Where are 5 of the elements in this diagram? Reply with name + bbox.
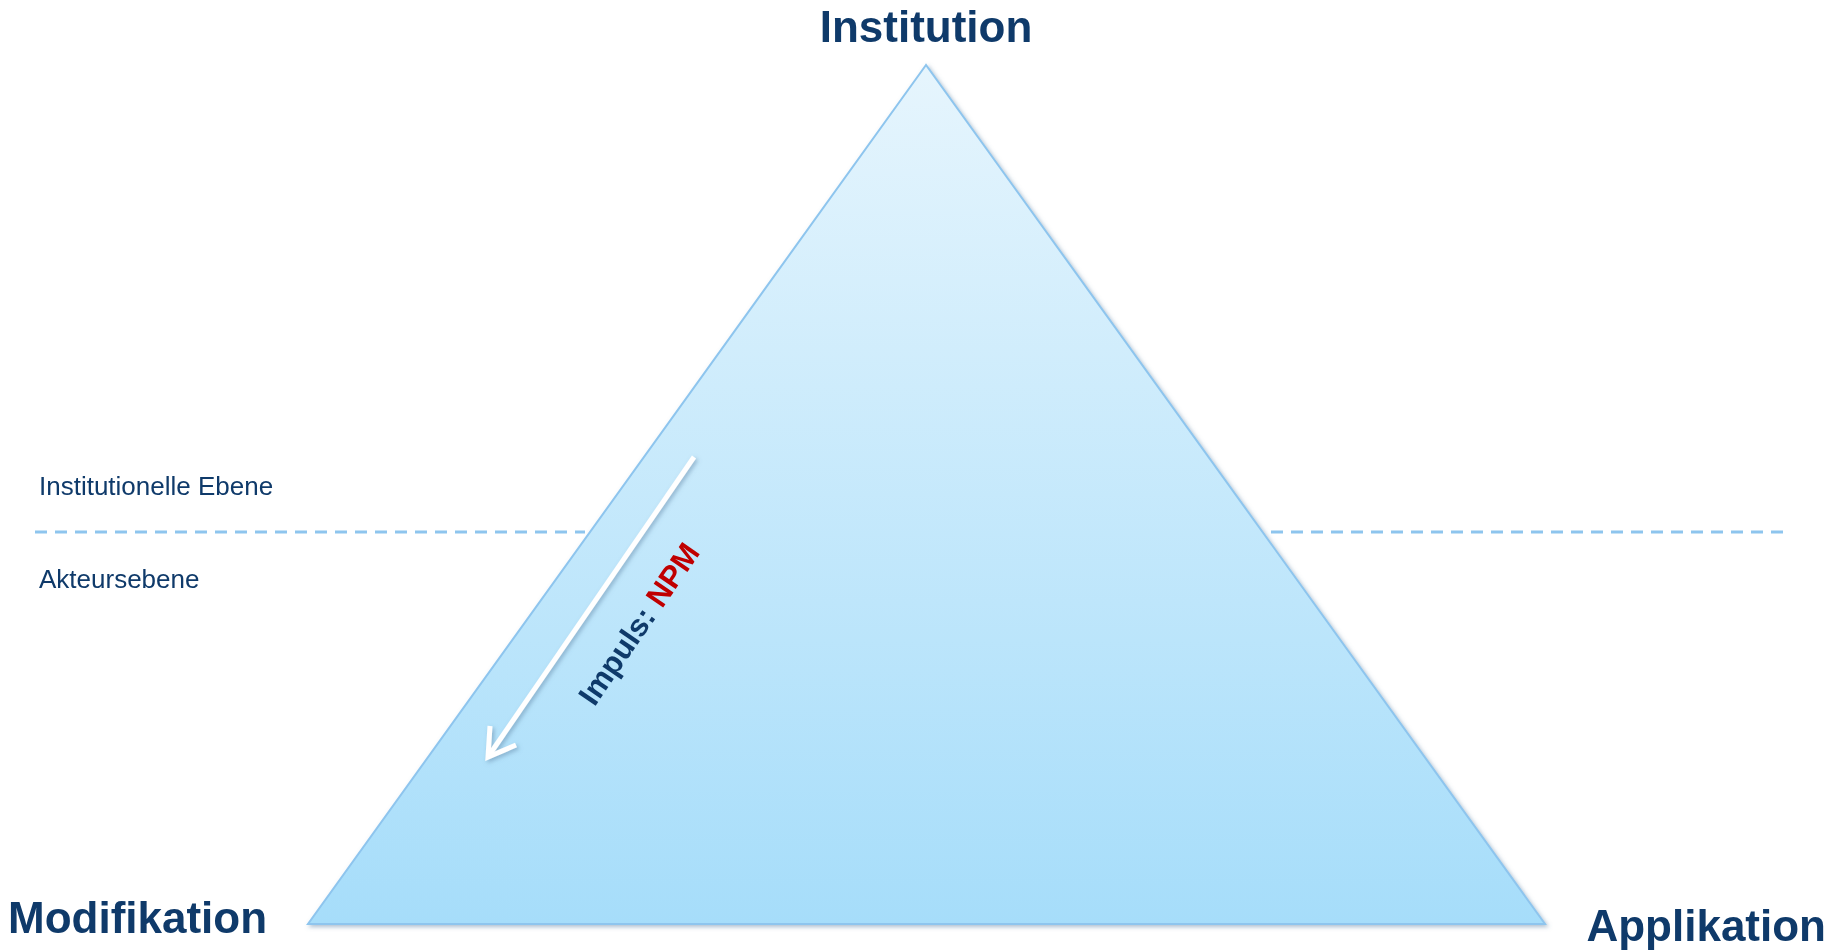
level-label: Institutionelle Ebene bbox=[39, 473, 274, 499]
vertex-label: Applikation bbox=[1586, 904, 1826, 948]
vertex-label: Modifikation bbox=[8, 896, 268, 940]
level-label: Akteursebene bbox=[39, 566, 200, 592]
vertex-label: Institution bbox=[819, 5, 1033, 49]
